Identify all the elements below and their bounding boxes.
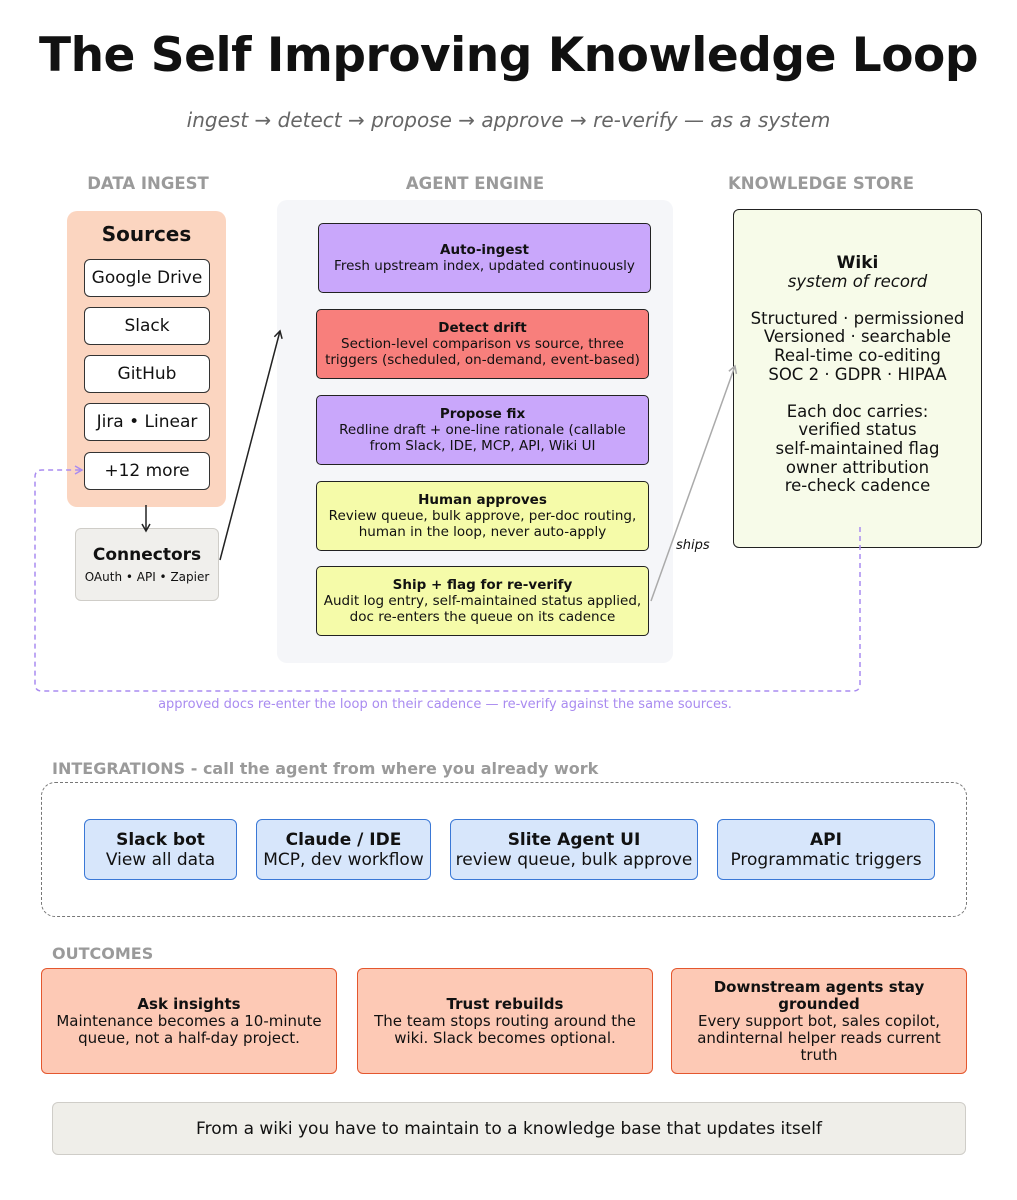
wiki-subtitle: system of record [787, 271, 928, 291]
outcome-trust-rebuilds: Trust rebuilds The team stops routing ar… [357, 968, 653, 1074]
integration-desc: review queue, bulk approve [455, 849, 693, 870]
wiki-carries-item: owner attribution [785, 457, 930, 477]
integration-title: Slack bot [116, 829, 205, 850]
wiki-carries-item: re-check cadence [784, 476, 931, 496]
step-desc: Section-level comparison vs source, thre… [325, 336, 640, 368]
integration-title: Slite Agent UI [507, 829, 641, 850]
footer-banner: From a wiki you have to maintain to a kn… [52, 1102, 966, 1155]
step-human-approves: Human approves Review queue, bulk approv… [316, 481, 649, 551]
step-auto-ingest: Auto-ingest Fresh upstream index, update… [318, 223, 651, 293]
wiki-feature: Versioned · searchable [763, 327, 952, 347]
wiki-box: Wiki system of record Structured · permi… [733, 209, 982, 548]
ships-label: ships [676, 538, 710, 553]
step-desc: Fresh upstream index, updated continuous… [334, 258, 635, 274]
outcome-title: Ask insights [137, 994, 241, 1013]
step-title: Detect drift [438, 320, 527, 336]
outcome-desc: The team stops routing around the wiki. … [374, 1011, 636, 1047]
step-title: Propose fix [439, 406, 526, 422]
step-title: Human approves [418, 492, 547, 508]
sources-title: Sources [101, 222, 192, 246]
integrations-panel [41, 782, 967, 917]
integration-claude-ide: Claude / IDE MCP, dev workflow [256, 819, 431, 880]
connectors-subtitle: OAuth • API • Zapier [84, 570, 210, 584]
step-title: Auto-ingest [440, 242, 529, 258]
step-detect-drift: Detect drift Section-level comparison vs… [316, 309, 649, 379]
integration-slack-bot: Slack bot View all data [84, 819, 237, 880]
column-header-store: KNOWLEDGE STORE [728, 174, 915, 193]
wiki-feature: Structured · permissioned [750, 308, 965, 328]
integration-title: Claude / IDE [285, 829, 402, 850]
outcome-title: Downstream agents stay grounded [713, 977, 925, 1013]
integration-api: API Programmatic triggers [717, 819, 935, 880]
page-subtitle: ingest → detect → propose → approve → re… [186, 108, 831, 132]
column-header-ingest: DATA INGEST [87, 174, 209, 193]
wiki-carries-item: verified status [798, 420, 917, 440]
arrow-connectors-to-engine [219, 329, 283, 561]
step-propose-fix: Propose fix Redline draft + one-line rat… [316, 395, 649, 465]
outcome-desc: Every support bot, sales copilot, andint… [697, 1011, 941, 1064]
outcome-desc: Maintenance becomes a 10-minute queue, n… [56, 1011, 322, 1047]
connectors-title: Connectors [92, 545, 202, 565]
page-title: The Self Improving Knowledge Loop [39, 28, 978, 83]
source-github: GitHub [84, 355, 210, 393]
outcome-title: Trust rebuilds [446, 994, 564, 1013]
source-google-drive: Google Drive [84, 259, 210, 297]
connectors-box: Connectors OAuth • API • Zapier [75, 528, 219, 601]
integration-slite-agent-ui: Slite Agent UI review queue, bulk approv… [450, 819, 698, 880]
step-desc: Redline draft + one-line rationale (call… [339, 422, 626, 454]
step-ship-flag: Ship + flag for re-verify Audit log entr… [316, 566, 649, 636]
integration-title: API [810, 829, 842, 850]
source-jira-linear: Jira • Linear [84, 403, 210, 441]
column-header-engine: AGENT ENGINE [405, 174, 545, 193]
wiki-carries-item: self-maintained flag [775, 438, 940, 458]
outcome-ask-insights: Ask insights Maintenance becomes a 10-mi… [41, 968, 337, 1074]
step-desc: Audit log entry, self-maintained status … [323, 593, 642, 625]
step-desc: Review queue, bulk approve, per-doc rout… [328, 508, 637, 540]
wiki-carries-title: Each doc carries: [786, 401, 929, 421]
wiki-feature: Real-time co-editing [774, 345, 941, 365]
integration-desc: Programmatic triggers [730, 849, 922, 870]
wiki-feature: SOC 2 · GDPR · HIPAA [768, 364, 947, 384]
integration-desc: MCP, dev workflow [263, 849, 424, 870]
source-slack: Slack [84, 307, 210, 345]
source-more: +12 more [84, 452, 210, 490]
step-title: Ship + flag for re-verify [392, 577, 573, 593]
loop-caption: approved docs re-enter the loop on their… [158, 697, 732, 712]
integrations-label: INTEGRATIONS - call the agent from where… [52, 759, 599, 778]
wiki-title: Wiki [836, 253, 879, 273]
outcome-downstream-agents: Downstream agents stay grounded Every su… [671, 968, 967, 1074]
integration-desc: View all data [105, 849, 216, 870]
outcomes-label: OUTCOMES [52, 944, 154, 963]
